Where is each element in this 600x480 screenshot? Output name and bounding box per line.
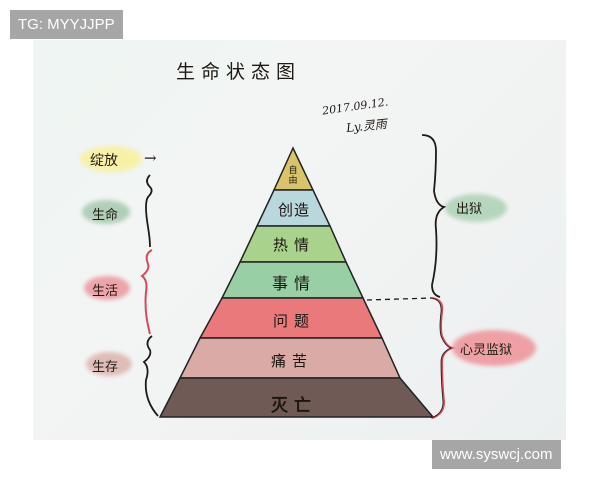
label-life: 生命 xyxy=(92,208,119,223)
label-mind-prison: 心灵监狱 xyxy=(460,343,513,358)
dashed-connector xyxy=(366,297,433,301)
diagram-title: 生命状态图 xyxy=(176,61,302,83)
tier-label-problem: 问题 xyxy=(272,312,316,330)
mind-highlight xyxy=(452,330,536,366)
watermark-bottom-right: www.syswcj.com xyxy=(432,440,561,469)
survival-highlight xyxy=(86,352,132,376)
tier-label-create: 创造 xyxy=(277,201,311,219)
label-living: 生活 xyxy=(92,284,119,299)
bracket-mind-inner xyxy=(430,297,453,419)
bracket-life xyxy=(145,174,153,248)
life-highlight xyxy=(82,200,130,224)
bloom-highlight xyxy=(80,146,142,172)
bracket-survival xyxy=(142,335,159,417)
pyramid-tiers xyxy=(158,146,435,418)
tier-label-passion: 热情 xyxy=(272,236,316,254)
label-out-of-prison: 出狱 xyxy=(456,202,483,217)
bracket-out xyxy=(421,134,447,298)
arrow-right-icon: → xyxy=(144,149,157,167)
label-bloom: 绽放 xyxy=(90,153,118,169)
bracket-living xyxy=(140,249,153,335)
label-survival: 生存 xyxy=(92,360,119,375)
out-highlight xyxy=(445,194,507,222)
watermark-top-left: TG: MYYJJPP xyxy=(10,10,123,39)
tier-label-freedom: 自由 xyxy=(288,166,298,186)
living-highlight xyxy=(84,276,130,300)
tier-label-death: 灭亡 xyxy=(271,396,317,416)
tier-label-pain: 痛苦 xyxy=(270,352,314,370)
bracket-mind xyxy=(431,297,455,419)
tier-label-matters: 事情 xyxy=(271,274,317,293)
